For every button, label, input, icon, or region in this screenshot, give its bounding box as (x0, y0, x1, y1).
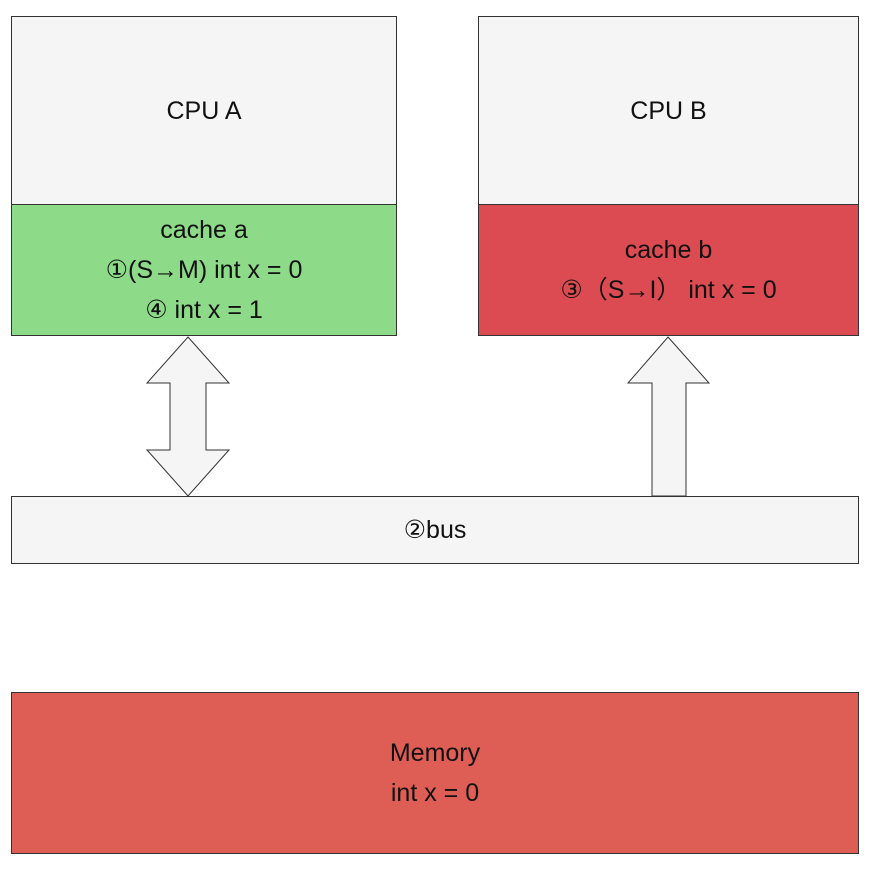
double-arrow-cache-a-bus (145, 336, 231, 497)
cpu-b-label: CPU B (630, 96, 707, 125)
cache-a-box: cache a ①(S→M) int x = 0 ④ int x = 1 (11, 204, 397, 336)
cache-a-step1: ①(S→M) int x = 0 (105, 256, 303, 284)
memory-value: int x = 0 (390, 779, 480, 807)
memory-title: Memory (389, 739, 481, 767)
up-arrow-bus-cache-b (626, 336, 711, 497)
memory-box: Memory int x = 0 (11, 692, 859, 854)
cpu-a-box: CPU A (11, 16, 397, 205)
cpu-b-box: CPU B (478, 16, 859, 205)
cache-b-title: cache b (624, 236, 713, 264)
cache-b-step3: ③（S→I） int x = 0 (560, 276, 777, 304)
bus-label: ②bus (403, 516, 467, 544)
bus-box: ②bus (11, 496, 859, 564)
cpu-a-label: CPU A (166, 96, 242, 125)
cache-a-step4: ④ int x = 1 (145, 296, 263, 324)
cache-a-title: cache a (160, 216, 248, 244)
cache-b-box: cache b ③（S→I） int x = 0 (478, 204, 859, 336)
